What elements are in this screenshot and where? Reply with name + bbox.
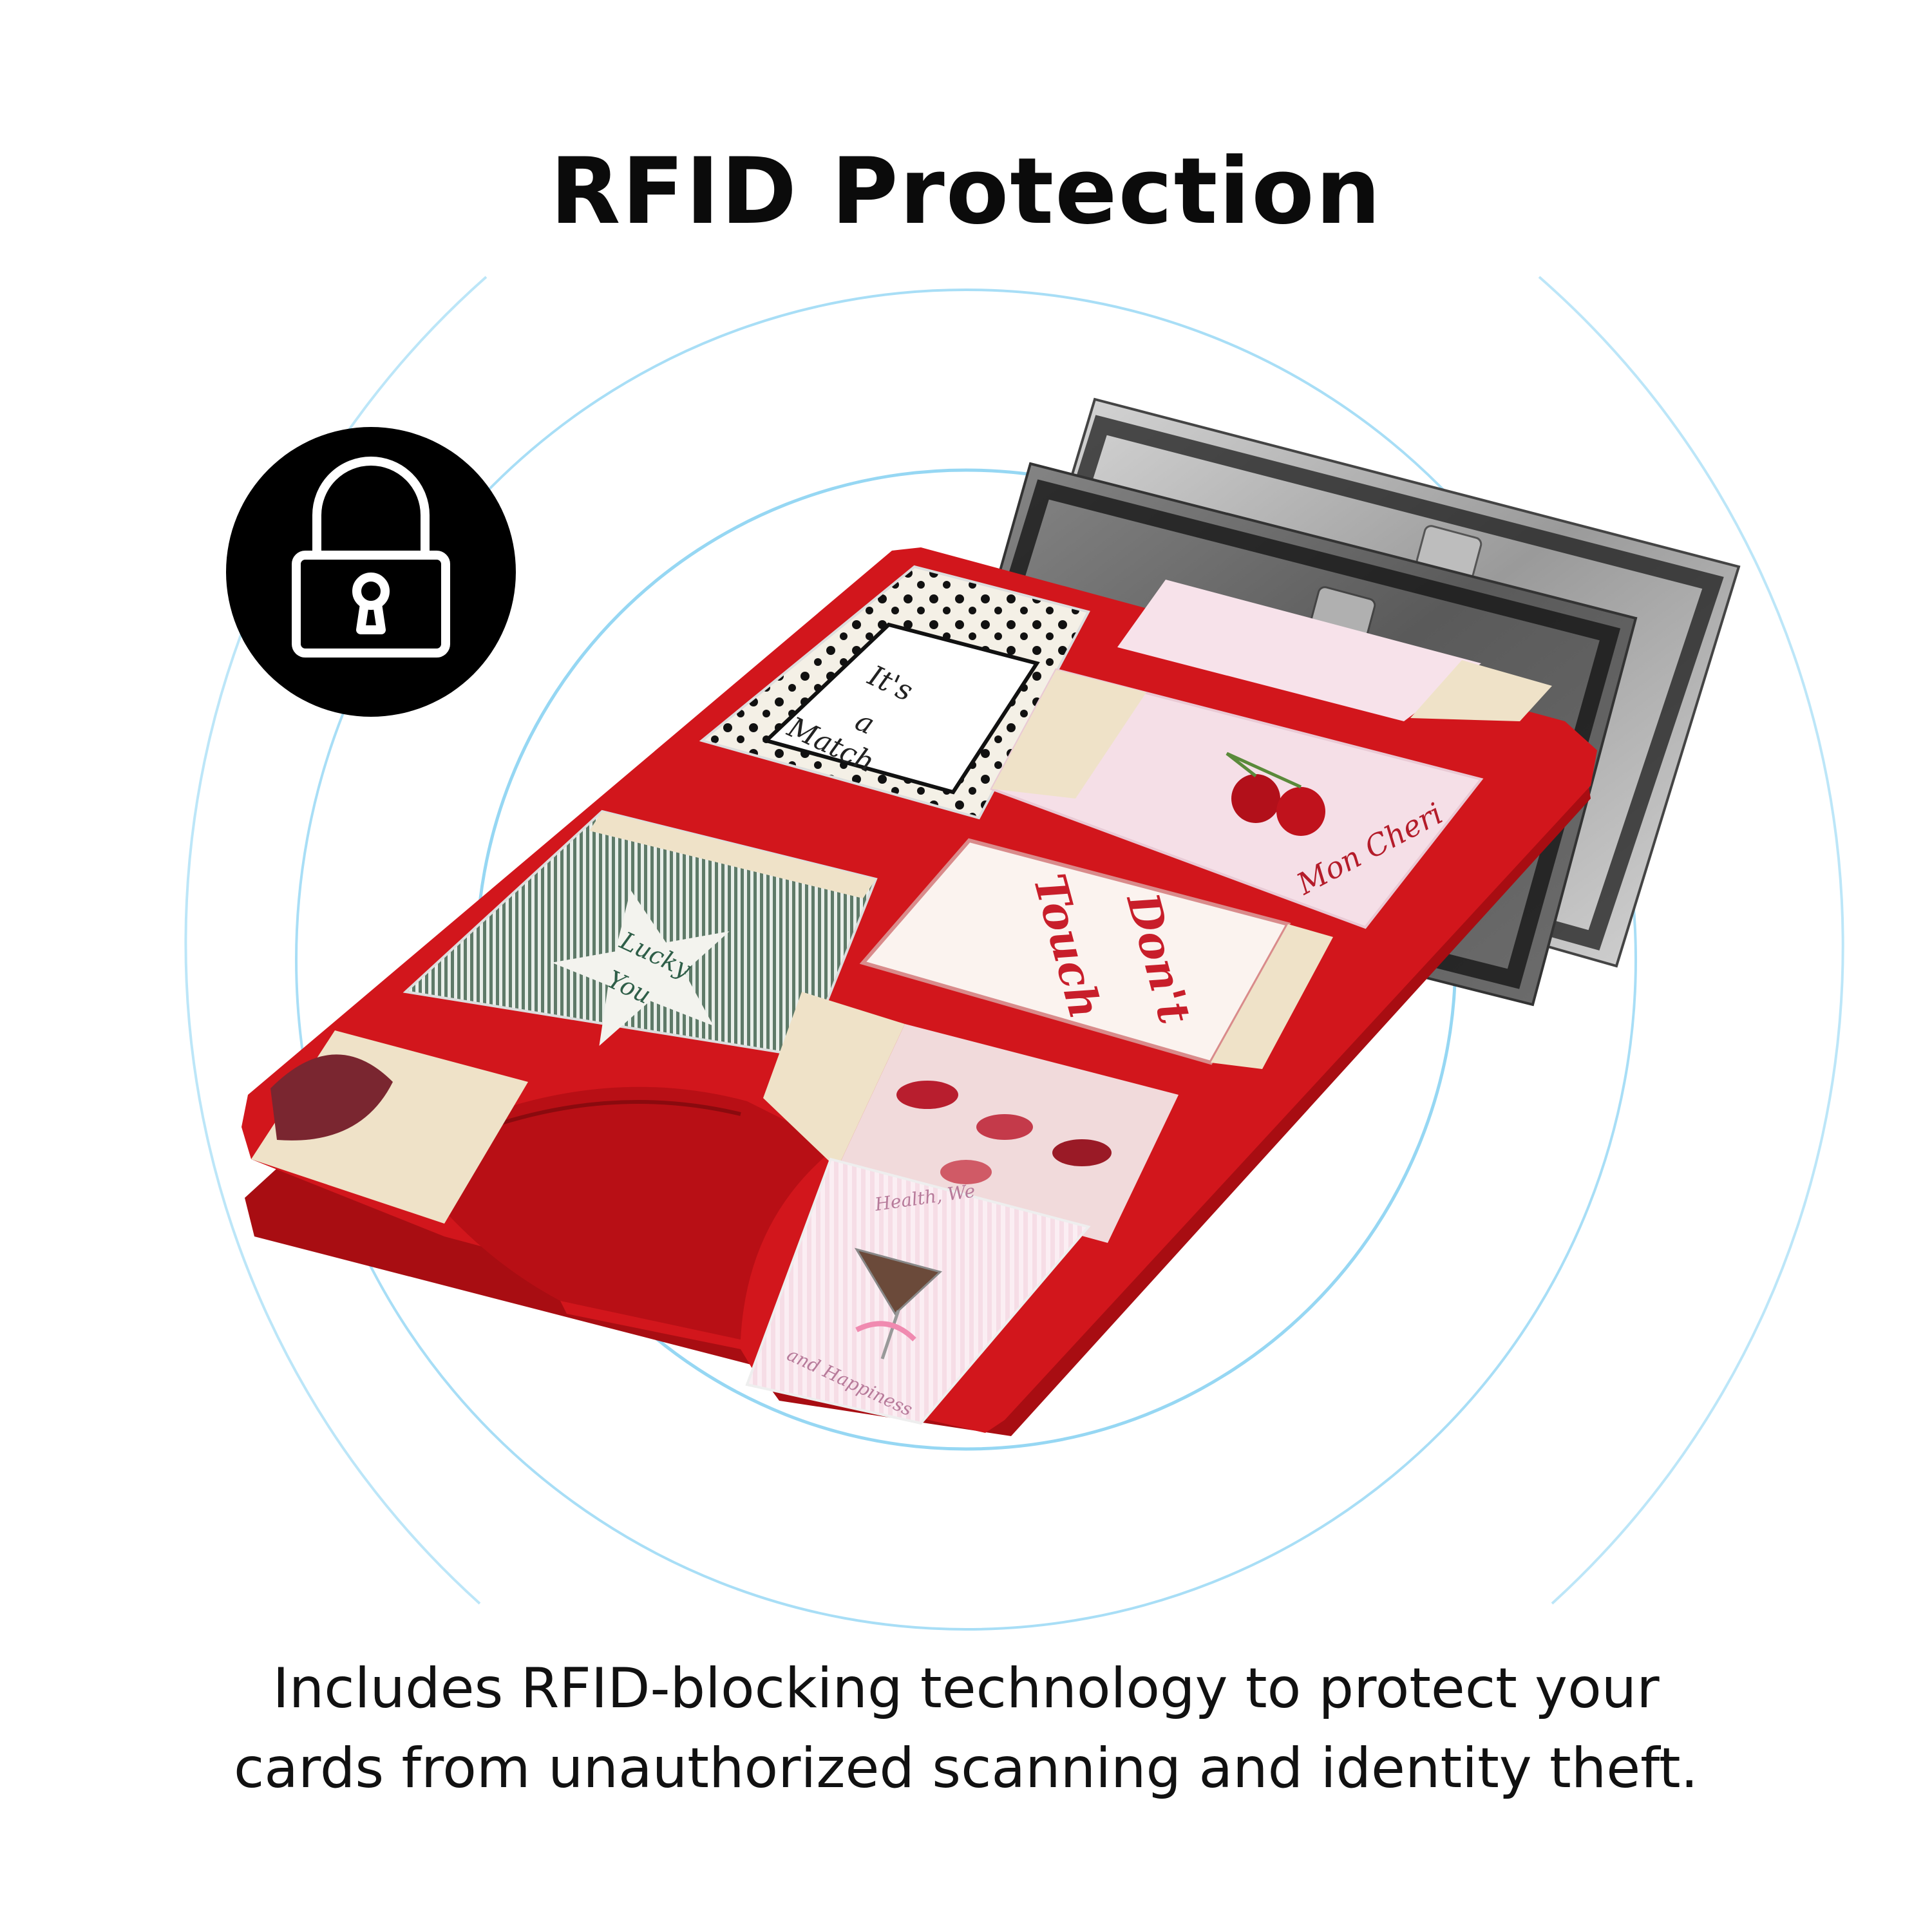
caption-line-1: Includes RFID-blocking technology to pro… (272, 1656, 1660, 1721)
wallet-thumb-slot (399, 1086, 837, 1340)
matchbox-floral (1117, 580, 1552, 721)
matchbox-dont-touch: Don't Touch (859, 838, 1333, 1069)
caption-line-2: cards from unauthorized scanning and ide… (233, 1736, 1698, 1801)
matchbox-mon-cheri: Mon Cheri (990, 668, 1484, 929)
cherry-left (1231, 774, 1280, 823)
matchbox-espresso: Health, We and Happiness (745, 1157, 1091, 1425)
lock-icon (292, 457, 450, 658)
page-title: RFID Protection (550, 138, 1382, 245)
wallet: It's a Match Mon Cheri Lucky You Don't (242, 547, 1597, 1436)
wave-ring (295, 289, 1637, 1631)
wave-arc (1538, 276, 1844, 1605)
matchbox-corner (251, 1030, 528, 1224)
matchbox-its-a-match: It's a Match (699, 565, 1090, 820)
caption: Includes RFID-blocking technology to pro… (0, 1649, 1932, 1808)
cherry-right (1276, 787, 1325, 836)
lock-badge (226, 427, 516, 717)
